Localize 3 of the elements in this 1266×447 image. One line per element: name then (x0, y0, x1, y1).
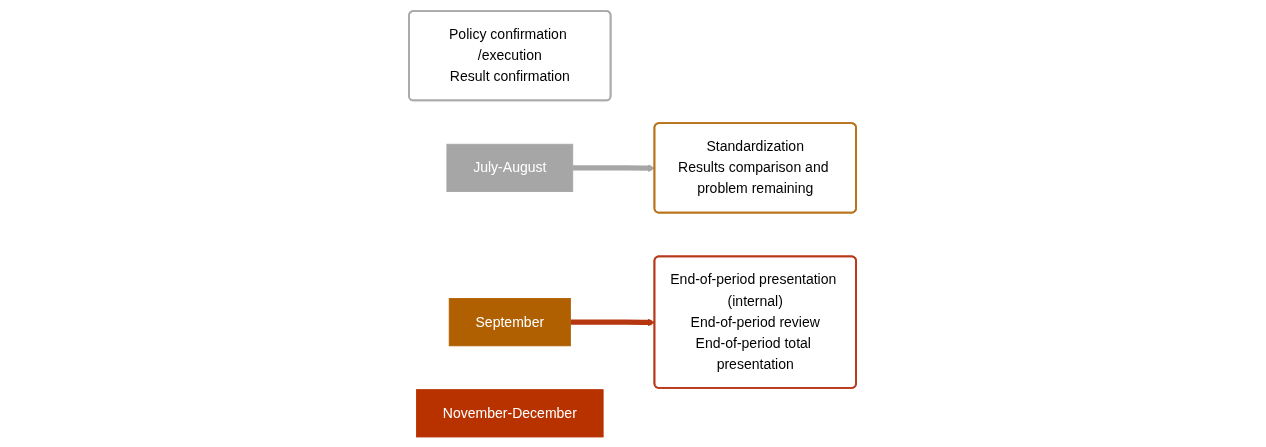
node-box: July-August (446, 143, 574, 192)
node-box: September (449, 297, 572, 346)
node-box: November-December (416, 388, 605, 437)
